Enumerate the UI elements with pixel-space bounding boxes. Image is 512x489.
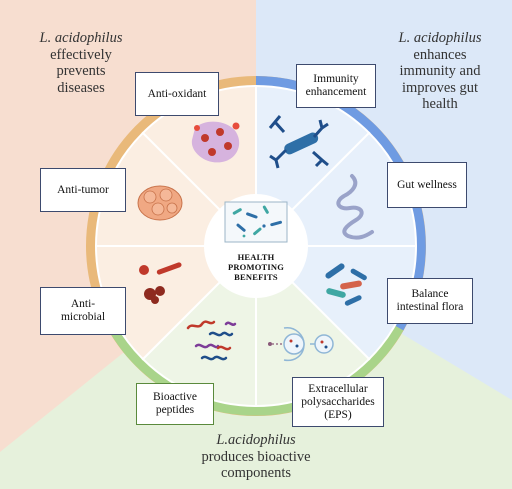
antibody-icon: [268, 115, 329, 169]
species-name: L.acidophilus: [216, 432, 296, 448]
label-bioactive-peptides: Bioactive peptides: [136, 383, 214, 425]
heading-line: enhances: [413, 46, 467, 63]
intestinal-bacteria-icon: [325, 263, 367, 306]
ring-segment-green: [108, 325, 404, 416]
polysaccharide-secretion-icon: [268, 327, 334, 362]
heading-line: components: [220, 465, 292, 481]
label-text: enhancement: [305, 86, 367, 98]
center-title-line: HEALTH: [237, 252, 275, 262]
label-text: Balance: [411, 288, 449, 300]
peptide-chains-icon: [186, 320, 237, 361]
label-anti-tumor: Anti-tumor: [40, 168, 126, 212]
pathogen-icon: [139, 262, 182, 304]
label-text: Gut wellness: [397, 178, 457, 191]
center-title: HEALTH PROMOTING BENEFITS: [216, 252, 296, 282]
label-text: (EPS): [324, 408, 352, 421]
label-immunity-enhancement: Immunity enhancement: [296, 64, 376, 108]
label-text: microbial: [60, 311, 106, 323]
label-text: Extracellular: [308, 382, 368, 395]
label-text: polysaccharides: [301, 395, 375, 408]
label-text: Anti-: [70, 298, 96, 310]
label-text: intestinal flora: [396, 301, 464, 313]
species-name: L. acidophilus: [39, 30, 123, 46]
heading-disease-prevention: L. acidophilus effectively prevents dise…: [26, 30, 136, 96]
species-name: L. acidophilus: [398, 30, 482, 46]
bacteria-frame-icon: [224, 201, 288, 243]
heading-line: improves gut: [401, 79, 479, 96]
label-gut-wellness: Gut wellness: [387, 162, 467, 208]
label-text: Bioactive: [152, 391, 198, 403]
oxidative-stress-icon: [191, 121, 240, 163]
heading-line: produces bioactive: [201, 448, 311, 465]
label-text: Anti-tumor: [57, 183, 109, 196]
label-text: Immunity: [313, 73, 359, 85]
center-title-line: BENEFITS: [234, 272, 278, 282]
label-text: Anti-oxidant: [147, 87, 207, 100]
center-title-line: PROMOTING: [227, 262, 285, 272]
heading-line: immunity and: [399, 63, 481, 79]
label-anti-microbial: Anti- microbial: [40, 287, 126, 335]
label-anti-oxidant: Anti-oxidant: [135, 72, 219, 116]
heading-line: effectively: [50, 46, 112, 63]
label-balance-intestinal-flora: Balance intestinal flora: [387, 278, 473, 324]
heading-line: diseases: [57, 79, 105, 96]
heading-line: health: [422, 96, 458, 112]
label-text: peptides: [155, 404, 195, 416]
label-eps: Extracellular polysaccharides (EPS): [292, 377, 384, 427]
heading-bioactive-components: L.acidophilus produces bioactive compone…: [176, 432, 336, 482]
tumor-icon: [137, 185, 183, 221]
heading-line: prevents: [56, 63, 106, 79]
heading-immunity-gut: L. acidophilus enhances immunity and imp…: [378, 30, 502, 113]
intestine-icon: [336, 174, 374, 240]
